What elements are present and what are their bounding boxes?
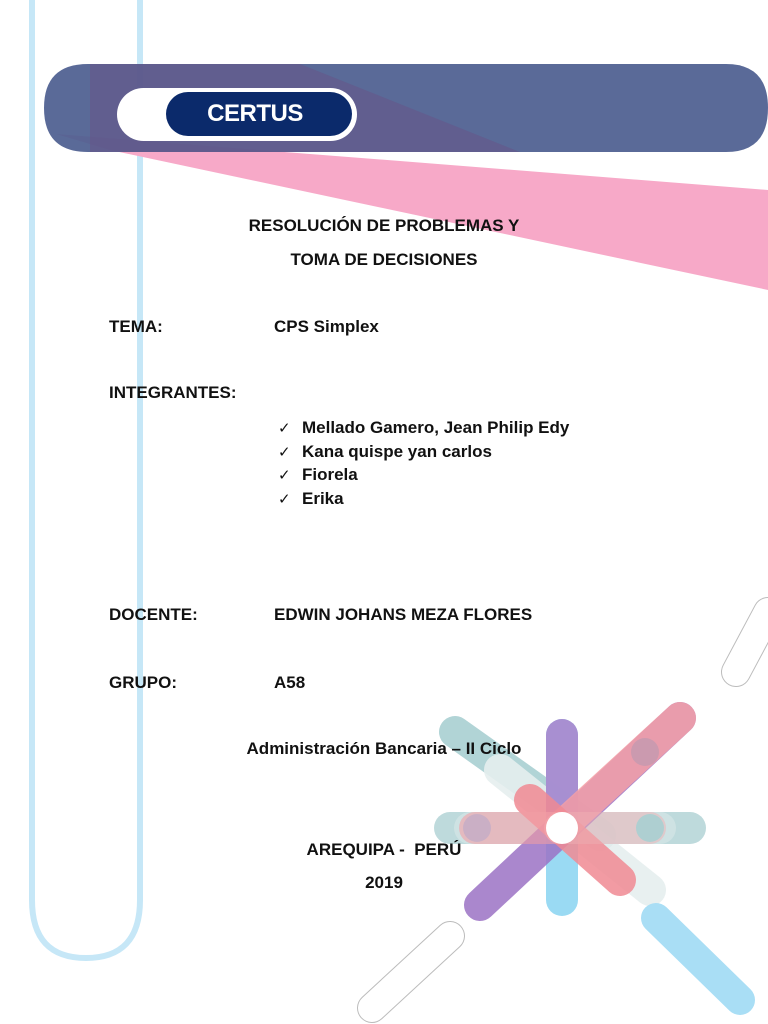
year: 2019: [365, 873, 403, 892]
location: AREQUIPA - PERÚ: [306, 840, 462, 859]
members-list: ✓Mellado Gamero, Jean Philip Edy ✓Kana q…: [278, 416, 569, 510]
certus-logo: CERTUS: [166, 92, 352, 136]
docente-value: EDWIN JOHANS MEZA FLORES: [274, 605, 533, 624]
check-icon: ✓: [278, 442, 291, 461]
list-item: ✓Kana quispe yan carlos: [278, 440, 569, 464]
pink-band: [56, 134, 768, 290]
grupo-value: A58: [274, 673, 306, 692]
program-name: Administración Bancaria – II Ciclo: [246, 739, 522, 758]
list-item: ✓Erika: [278, 487, 569, 511]
check-icon: ✓: [278, 489, 291, 508]
tema-label: TEMA:: [109, 317, 163, 336]
course-title-line1: RESOLUCIÓN DE PROBLEMAS Y: [248, 216, 520, 235]
check-icon: ✓: [278, 466, 291, 484]
tema-value: CPS Simplex: [274, 317, 379, 336]
frame-line: [29, 0, 143, 962]
docente-label: DOCENTE:: [109, 605, 198, 624]
blue-stroke: [641, 903, 755, 1015]
grupo-label: GRUPO:: [109, 673, 177, 692]
course-title-line2: TOMA DE DECISIONES: [290, 250, 478, 269]
list-item: ✓Mellado Gamero, Jean Philip Edy: [278, 416, 569, 440]
list-item: ✓Fiorela: [278, 463, 569, 487]
integrantes-label: INTEGRANTES:: [109, 383, 237, 402]
check-icon: ✓: [278, 419, 291, 437]
